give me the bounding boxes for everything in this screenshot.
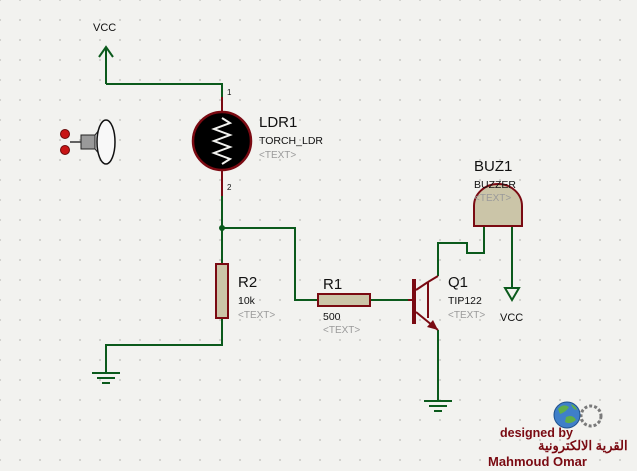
author-name: Mahmoud Omar bbox=[488, 454, 587, 469]
vcc-terminal[interactable]: VCC bbox=[93, 22, 116, 84]
torch-icon[interactable] bbox=[60, 119, 116, 165]
emitter-arrow bbox=[427, 320, 438, 330]
buzzer-vcc-terminal[interactable]: VCC bbox=[500, 287, 523, 324]
r1-text-placeholder: <TEXT> bbox=[323, 325, 360, 336]
wire-net bbox=[105, 83, 513, 400]
r1-body bbox=[317, 293, 371, 307]
q1-text-placeholder: <TEXT> bbox=[448, 310, 485, 321]
buzzer-vcc-label: VCC bbox=[500, 312, 523, 324]
buzzer-value-label: BUZZER bbox=[474, 179, 516, 191]
ldr-resistor-trace bbox=[211, 117, 233, 165]
q1-value-label: TIP122 bbox=[448, 295, 482, 307]
r2-body bbox=[215, 263, 229, 319]
q1-ref-label: Q1 bbox=[448, 274, 468, 291]
ldr-value-label: TORCH_LDR bbox=[259, 135, 323, 147]
ldr-text-placeholder: <TEXT> bbox=[259, 150, 296, 161]
r1-value-label: 500 bbox=[323, 311, 341, 323]
ldr-pin1-label: 1 bbox=[227, 88, 232, 97]
designed-by-label: designed by bbox=[500, 426, 573, 440]
ground-symbol-left[interactable] bbox=[92, 372, 120, 384]
r2-text-placeholder: <TEXT> bbox=[238, 310, 275, 321]
ground-symbol-right[interactable] bbox=[424, 400, 452, 412]
buzzer-body bbox=[473, 183, 523, 227]
ldr1-component[interactable]: 1 2 LDR1 TORCH_LDR <TEXT> bbox=[191, 88, 323, 196]
r2-ref-label: R2 bbox=[238, 274, 257, 291]
ldr-body bbox=[191, 110, 253, 172]
r2-value-label: 10k bbox=[238, 295, 256, 307]
junction-dot bbox=[219, 225, 225, 231]
q1-transistor[interactable]: Q1 TIP122 <TEXT> bbox=[408, 274, 485, 331]
buzzer-text-placeholder: <TEXT> bbox=[474, 193, 511, 204]
r2-resistor[interactable]: R2 10k <TEXT> bbox=[215, 263, 275, 321]
r1-resistor[interactable]: R1 500 <TEXT> bbox=[317, 276, 371, 336]
ldr-ref-label: LDR1 bbox=[259, 114, 297, 131]
ldr-pin2-label: 2 bbox=[227, 183, 232, 192]
globe-gear-logo bbox=[553, 401, 603, 429]
arabic-site-name: القرية الالكترونية bbox=[538, 438, 628, 453]
buz1-buzzer[interactable]: BUZ1 BUZZER <TEXT> bbox=[473, 158, 523, 227]
vcc-label: VCC bbox=[93, 22, 116, 34]
r1-ref-label: R1 bbox=[323, 276, 342, 293]
buzzer-ref-label: BUZ1 bbox=[474, 158, 512, 175]
